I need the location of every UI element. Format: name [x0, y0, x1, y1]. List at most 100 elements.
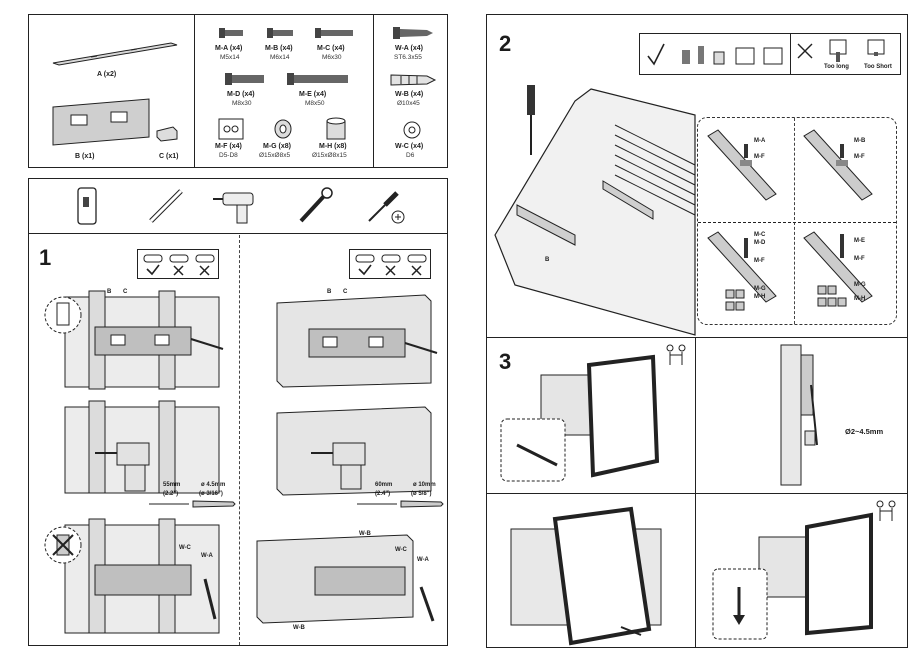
detail-label: M-G [854, 282, 866, 288]
washer-icon [403, 121, 421, 139]
label-b: B [327, 289, 332, 295]
lift-tv-illustration [510, 506, 662, 646]
rail-detail-4 [803, 231, 873, 307]
wrong-length-icons [797, 39, 885, 62]
drill-distance-in: (2.2") [163, 491, 179, 497]
hw-size: M5x14 [220, 54, 240, 61]
hw-code: M-B (x4) [265, 45, 293, 52]
hw-size: M8x30 [232, 100, 252, 107]
drill-bit: ø 4.5mm [201, 482, 226, 488]
mounted-tv-illustration [712, 512, 873, 640]
hw-code: M-A (x4) [215, 45, 243, 52]
hw-code: M-G (x8) [263, 143, 291, 150]
compatibility-legend [349, 249, 431, 279]
step-number: 3 [499, 349, 512, 374]
drill-distance: 60mm [375, 482, 393, 488]
guide-divider [790, 34, 791, 74]
label-wb: W-B [293, 625, 305, 631]
hole-diameter: Ø2~4.5mm [845, 427, 884, 436]
part-b-label: B (x1) [75, 153, 95, 160]
too-long-label: Too long [824, 64, 849, 70]
two-person-icon [876, 500, 896, 521]
screwdriver-icon [368, 191, 405, 224]
label-wc: W-C [179, 545, 191, 551]
label-c: C [343, 289, 348, 295]
rail-detail-3 [707, 231, 777, 311]
step1-divider [239, 235, 240, 645]
label-wa: W-A [417, 557, 429, 563]
concrete-wall-scene-3 [256, 534, 435, 624]
washer-icon [218, 118, 244, 140]
wood-wall-scene-3 [64, 518, 220, 634]
hang-tv-illustration [500, 354, 660, 482]
detail-label: M-G [754, 286, 766, 292]
detail-label: M-F [754, 154, 765, 160]
hw-size: M8x50 [305, 100, 325, 107]
screw-length-guide: Too long Too Short [639, 33, 901, 75]
detail-label: M-F [754, 258, 765, 264]
drill-bit-in: (ø 3/16") [199, 491, 223, 497]
anchor-icon [390, 74, 437, 86]
label-b: B [545, 257, 550, 263]
detail-label: M-H [754, 294, 766, 300]
step1-panel: 1 B C 55mm (2.2") ø 4.5mm [28, 178, 448, 646]
compatibility-legend [137, 249, 219, 279]
hw-size: Ø10x45 [397, 100, 420, 107]
hw-code: M-E (x4) [299, 91, 327, 98]
detail-label: M-A [754, 138, 766, 144]
drill-bit: ø 10mm [413, 482, 436, 488]
detail-divider [698, 222, 896, 223]
drill-bit-icon [149, 500, 236, 508]
lock-detail-illustration [780, 344, 818, 486]
slot-icons [355, 254, 427, 276]
step-number: 1 [39, 245, 52, 270]
detail-label: M-D [754, 240, 766, 246]
hw-code: M-F (x4) [215, 143, 242, 150]
drill-bit-icon [357, 500, 444, 508]
concrete-wall-scene-2 [276, 406, 432, 496]
pencil-icon [149, 189, 183, 223]
label-b: B [107, 289, 112, 295]
tools-divider [29, 233, 447, 234]
step2-3-divider [487, 337, 907, 338]
part-c-label: C (x1) [159, 153, 179, 160]
drill-bit-in: (ø 5/8") [411, 491, 432, 497]
hw-code: W-C (x4) [395, 143, 424, 150]
two-person-icon [666, 344, 686, 365]
detail-label: M-C [754, 232, 766, 238]
hw-code: M-C (x4) [317, 45, 345, 52]
detail-label: M-H [854, 296, 866, 302]
rail-detail-1 [707, 129, 777, 201]
label-wa: W-A [201, 553, 213, 559]
part-a-label: A (x2) [97, 71, 117, 78]
stud-finder-icon [77, 187, 97, 225]
hw-size: D6 [406, 152, 415, 159]
hw-code: W-B (x4) [395, 91, 424, 98]
wood-screw-icon [393, 27, 433, 39]
too-short-label: Too Short [864, 64, 892, 70]
bolt-icon [219, 28, 243, 38]
bolt-icon [225, 73, 264, 85]
label-wc: W-C [395, 547, 407, 553]
hw-size: Ø15xØ8x15 [312, 152, 347, 159]
bolt-icon [287, 73, 348, 85]
wood-wall-scene-2 [64, 400, 220, 494]
drill-icon [213, 192, 254, 224]
magnify-icon [44, 296, 82, 334]
hw-size: M6x30 [322, 54, 342, 61]
label-c: C [123, 289, 128, 295]
slot-icons [143, 254, 215, 276]
step3-horizontal-divider [487, 493, 907, 494]
detail-label: M-B [854, 138, 866, 144]
correct-length-icons [647, 43, 783, 66]
tv-back-illustration [494, 85, 696, 336]
label-wb: W-B [359, 531, 371, 537]
drill-distance: 55mm [163, 482, 181, 488]
rail-a-illustration [52, 42, 178, 66]
step2-3-panel: 2 Too long Too Short B M-A M-F [486, 14, 908, 648]
step3-vertical-divider [695, 337, 696, 647]
hw-size: Ø15xØ8x5 [259, 152, 291, 159]
detail-divider [794, 118, 795, 324]
detail-label: M-F [854, 256, 865, 262]
hw-code: M-H (x8) [319, 143, 347, 150]
